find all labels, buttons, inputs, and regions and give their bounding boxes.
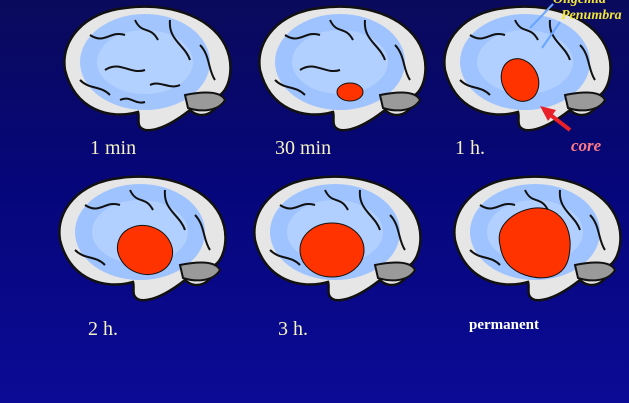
oligemia-pointer [530, 4, 553, 28]
penumbra-pointer [542, 22, 560, 48]
core-label: core [571, 136, 601, 156]
